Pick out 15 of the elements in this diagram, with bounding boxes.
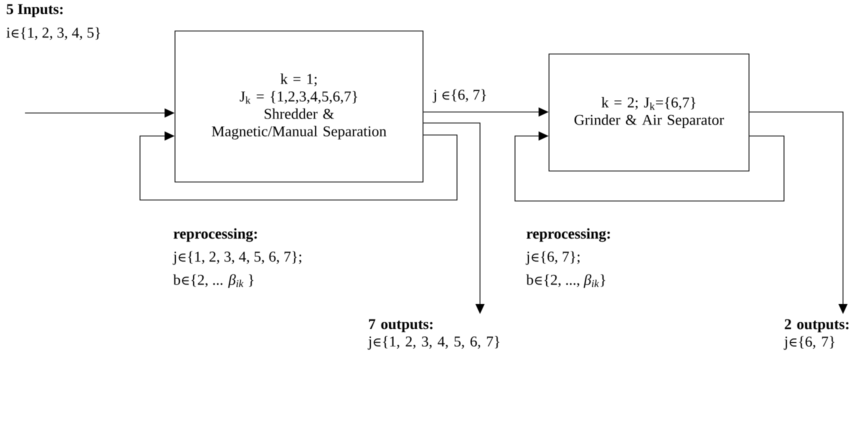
input-set: i∈{1, 2, 3, 4, 5} <box>6 27 100 40</box>
output-text: 2 outputs: j∈{6, 7} <box>784 319 848 350</box>
heading: 5 Inputs: <box>6 4 63 18</box>
process-box: k = 2; J$_{k}$={6,7} Grinder & Air Separator <box>548 54 750 172</box>
output-text: 7 outputs: j∈{1, 2, 3, 4, 5, 6, 7} <box>368 319 500 350</box>
edge-label: j ∈{6, 7} <box>432 89 486 103</box>
heading: reprocessing: <box>526 228 610 242</box>
arrow <box>514 131 784 202</box>
set-text: b∈{2, ... β$_{ik}$ } <box>173 274 254 288</box>
set-text: j∈{6, 7}; <box>526 251 580 265</box>
arrow <box>140 131 458 200</box>
set-text: j∈{1, 2, 3, 4, 5, 6, 7}; <box>172 251 302 265</box>
heading: reprocessing: <box>174 228 257 242</box>
process-box: k = 1; J$_{k}$ = {1,2,3,4,5,6,7} Shredder & Magnetic/Manual Separation <box>174 30 424 182</box>
set-text: b∈{2, ..., β$_{ik}$} <box>526 274 606 288</box>
